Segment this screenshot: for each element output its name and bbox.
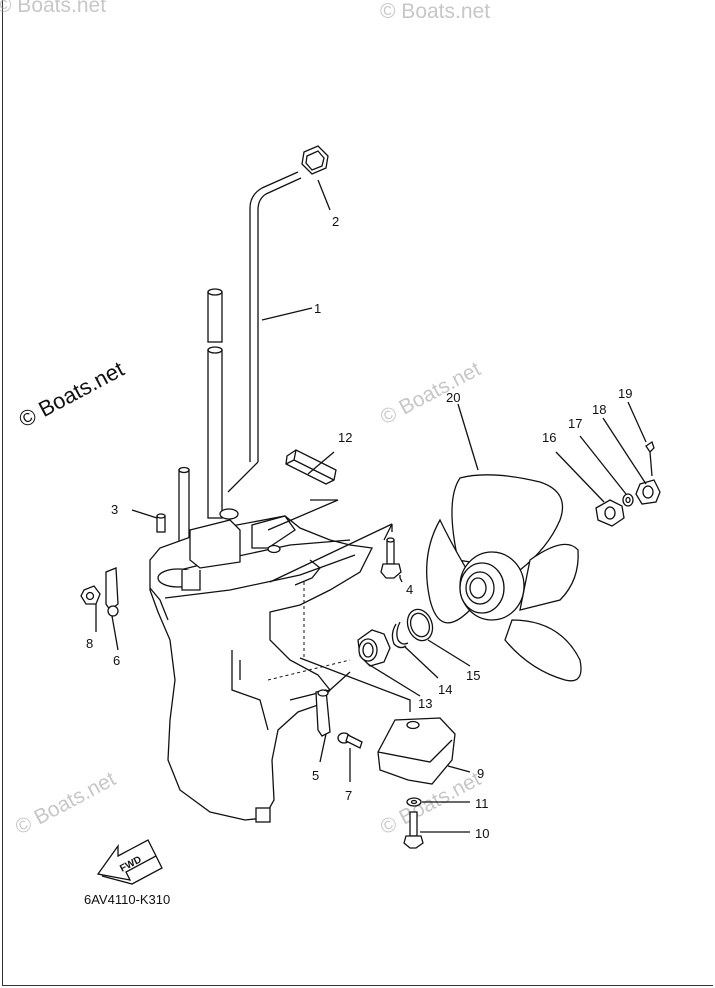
part-3-pin[interactable]: [156, 513, 166, 533]
callout-11: 11: [475, 796, 489, 811]
drawing-code: 6AV4110-K310: [84, 892, 170, 907]
callout-16: 16: [542, 430, 556, 445]
callout-9: 9: [477, 766, 484, 781]
watermark: © Boats.net: [0, 0, 106, 17]
callout-12: 12: [338, 430, 352, 445]
watermark: © Boats.net: [377, 357, 485, 429]
part-13-seal-housing[interactable]: [357, 629, 391, 667]
part-18-spacer[interactable]: [635, 479, 661, 505]
watermark: © Boats.net: [380, 0, 490, 23]
callout-1: 1: [314, 301, 321, 316]
callout-15: 15: [466, 668, 480, 683]
callout-2: 2: [332, 214, 339, 229]
part-20-propeller[interactable]: [426, 474, 582, 682]
lower-case-housing: [149, 508, 373, 823]
part-14-circlip[interactable]: [391, 621, 409, 649]
fwd-arrow-icon: FWD: [96, 839, 163, 885]
callout-19: 19: [618, 386, 632, 401]
part-16-nut[interactable]: [595, 499, 625, 527]
part-5-clamp[interactable]: [315, 689, 331, 737]
callout-4: 4: [406, 582, 413, 597]
part-6-bracket[interactable]: [105, 567, 119, 617]
callout-14: 14: [438, 682, 452, 697]
part-1-water-tube[interactable]: [249, 171, 302, 462]
watermark-main: © Boats.net: [15, 356, 129, 432]
callout-3: 3: [111, 502, 118, 517]
callout-6: 6: [113, 653, 120, 668]
callout-7: 7: [345, 788, 352, 803]
drive-shaft: [207, 288, 223, 519]
callout-18: 18: [592, 402, 606, 417]
watermark: © Boats.net: [12, 767, 120, 839]
callout-17: 17: [568, 416, 582, 431]
callout-13: 13: [418, 696, 432, 711]
part-8-nut[interactable]: [80, 585, 101, 605]
part-11-washer[interactable]: [406, 797, 422, 807]
part-10-bolt[interactable]: [403, 811, 424, 849]
part-9-anode[interactable]: [377, 717, 456, 785]
leader-lines: [95, 179, 647, 833]
part-12-seal[interactable]: [285, 449, 337, 485]
callout-labels: 2 1 3 4 5 6 7 8 9 10 11 12 13 14 15 16 1…: [86, 214, 632, 841]
callout-8: 8: [86, 636, 93, 651]
part-4-bolt[interactable]: [380, 537, 402, 579]
part-15-o-ring[interactable]: [403, 606, 436, 644]
part-17-washer[interactable]: [622, 493, 634, 507]
callout-5: 5: [312, 768, 319, 783]
callout-10: 10: [475, 826, 489, 841]
assembly-lines: [227, 461, 411, 712]
part-19-cotter-pin[interactable]: [645, 440, 655, 477]
part-7-screw[interactable]: [337, 732, 363, 749]
part-2-grommet[interactable]: [301, 145, 329, 175]
callout-20: 20: [446, 390, 460, 405]
